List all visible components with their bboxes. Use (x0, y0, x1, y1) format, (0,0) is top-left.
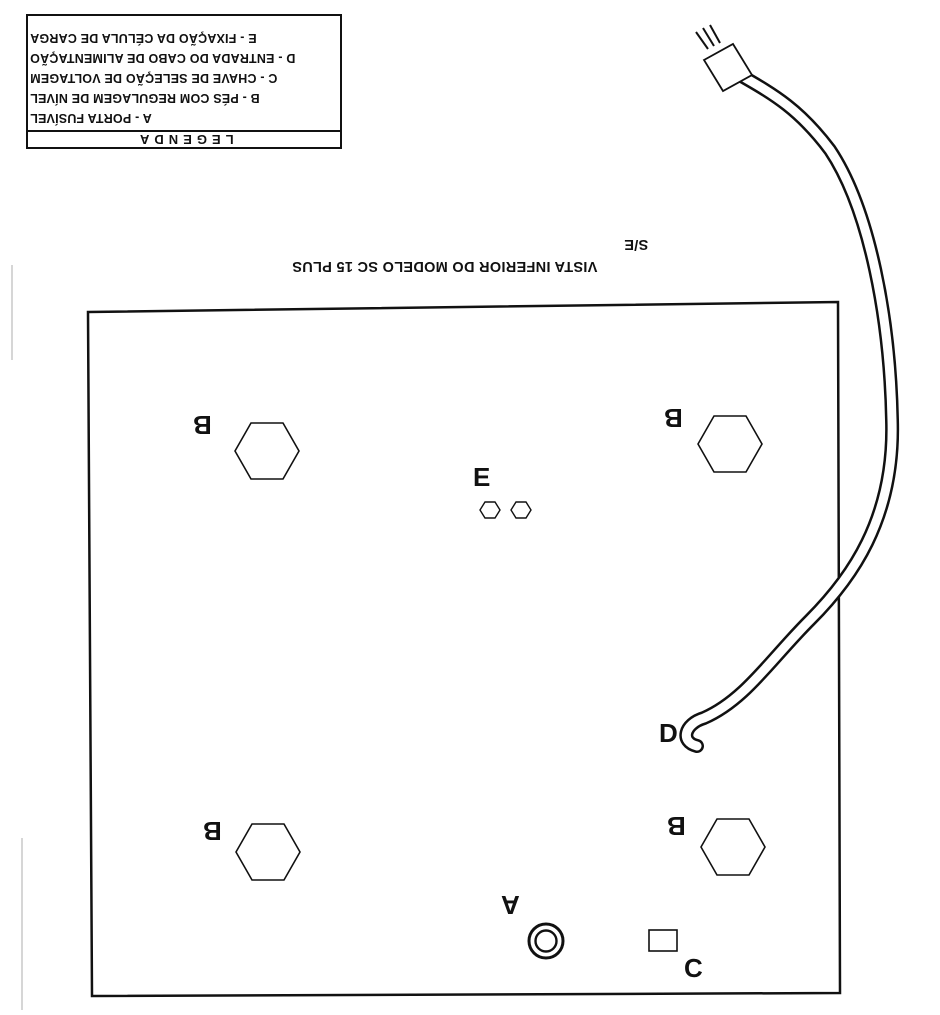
label-b-top-right: B (664, 403, 683, 433)
label-a: A (501, 890, 520, 920)
label-b-bottom-left: B (203, 816, 222, 846)
label-e: E (473, 462, 491, 492)
fuse-holder-outer (527, 922, 565, 960)
load-cell-bolt-right (510, 501, 532, 519)
legend-divider (26, 130, 342, 132)
base-plate-outline (86, 300, 842, 998)
view-scale: S/E (624, 236, 649, 252)
foot-hexagon-bottom-right (700, 818, 766, 876)
power-cable-inner (681, 70, 897, 751)
legend-item-a: A - PORTA FUSÍVEL (30, 111, 152, 125)
load-cell-bolt-left (479, 501, 501, 519)
voltage-switch (648, 929, 678, 952)
label-b-bottom-right: B (667, 811, 686, 841)
legend-item-b: B - PÉS COM REGULAGEM DE NÍVEL (30, 91, 260, 105)
legend-item-d: D - ENTRADA DO CABO DE ALIMENTAÇÃO (30, 51, 296, 65)
label-c: C (684, 953, 703, 983)
fuse-holder-inner (534, 929, 558, 953)
foot-hexagon-top-right (697, 415, 763, 473)
foot-hexagon-top-left (234, 422, 300, 480)
foot-hexagon-bottom-left (235, 823, 301, 881)
cable-connector (695, 24, 754, 93)
legend-item-e: E - FIXAÇÃO DA CÉLULA DE CARGA (30, 31, 257, 45)
label-b-top-left: B (193, 410, 212, 440)
legend-box (26, 14, 342, 149)
label-d: D (659, 718, 678, 748)
view-title: VISTA INFERIOR DO MODELO SC 15 PLUS (292, 258, 598, 274)
legend-title: LEGENDA (134, 132, 234, 147)
legend-content: LEGENDA A - PORTA FUSÍVEL B - PÉS COM RE… (26, 14, 342, 149)
legend-item-c: C - CHAVE DE SELEÇÃO DE VOLTAGEM (30, 71, 278, 85)
